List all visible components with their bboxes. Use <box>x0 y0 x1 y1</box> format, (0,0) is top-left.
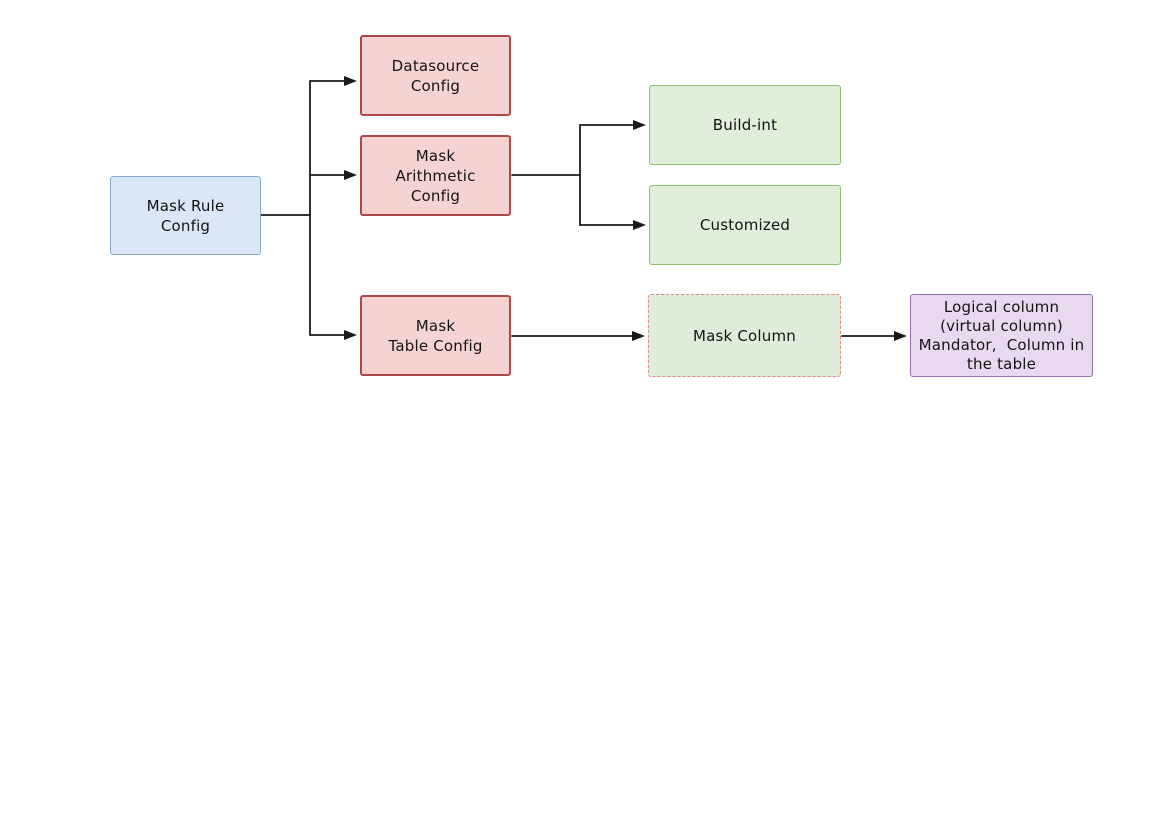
node-mask-column: Mask Column <box>648 294 841 377</box>
node-customized-label: Customized <box>699 216 791 234</box>
node-mask-arithmetic-config-label: Mask Arithmetic Config <box>395 146 476 205</box>
node-datasource-config-label: Datasource Config <box>391 56 480 95</box>
node-mask-arithmetic-config: Mask Arithmetic Config <box>360 135 511 216</box>
node-mask-rule-config-label: Mask Rule Config <box>146 196 225 235</box>
node-build-int: Build-int <box>649 85 841 165</box>
node-customized: Customized <box>649 185 841 265</box>
node-build-int-label: Build-int <box>712 116 778 134</box>
node-mask-table-config: Mask Table Config <box>360 295 511 376</box>
node-logical-column-label: Logical column (virtual column) Mandator… <box>918 297 1085 373</box>
node-mask-table-config-label: Mask Table Config <box>388 316 483 355</box>
node-logical-column: Logical column (virtual column) Mandator… <box>910 294 1093 377</box>
node-datasource-config: Datasource Config <box>360 35 511 116</box>
node-mask-rule-config: Mask Rule Config <box>110 176 261 255</box>
node-mask-column-label: Mask Column <box>692 326 797 345</box>
